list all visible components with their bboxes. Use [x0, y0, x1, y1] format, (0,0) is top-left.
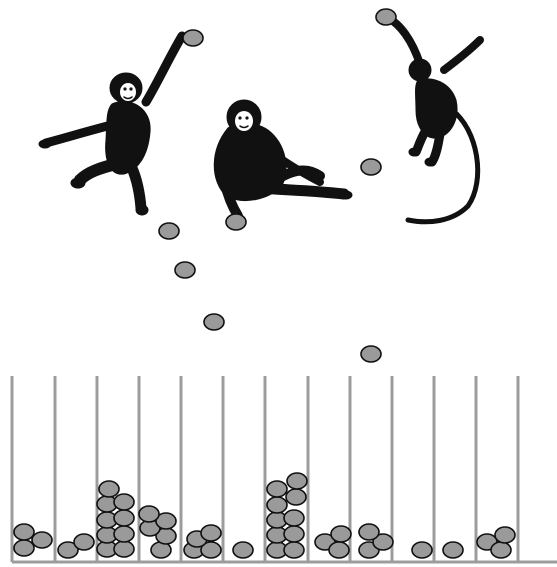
ball: [284, 510, 304, 526]
ball: [32, 532, 52, 548]
ball: [114, 541, 134, 557]
ball: [443, 542, 463, 558]
ball: [284, 542, 304, 558]
ball: [175, 262, 195, 278]
ball: [361, 159, 381, 175]
ball: [159, 223, 179, 239]
ball: [331, 526, 351, 542]
ball: [114, 526, 134, 542]
ball: [284, 526, 304, 542]
ball: [14, 524, 34, 540]
ball: [74, 534, 94, 550]
ball: [233, 542, 253, 558]
ball: [267, 481, 287, 497]
ball: [14, 540, 34, 556]
ball: [495, 527, 515, 543]
ball: [204, 314, 224, 330]
spider-monkey-icon: [388, 18, 480, 222]
ball: [329, 542, 349, 558]
ball: [287, 473, 307, 489]
ball: [376, 9, 396, 25]
ball: [286, 489, 306, 505]
ball: [114, 494, 134, 510]
ball: [139, 506, 159, 522]
ball: [183, 30, 203, 46]
ball: [267, 497, 287, 513]
sitting-gibbon-icon: [214, 100, 352, 216]
ball: [226, 214, 246, 230]
ball: [99, 481, 119, 497]
ball: [359, 524, 379, 540]
ball: [201, 525, 221, 541]
ball: [412, 542, 432, 558]
ball: [491, 542, 511, 558]
ball: [361, 346, 381, 362]
ball: [114, 510, 134, 526]
hanging-monkey-icon: [39, 36, 182, 215]
